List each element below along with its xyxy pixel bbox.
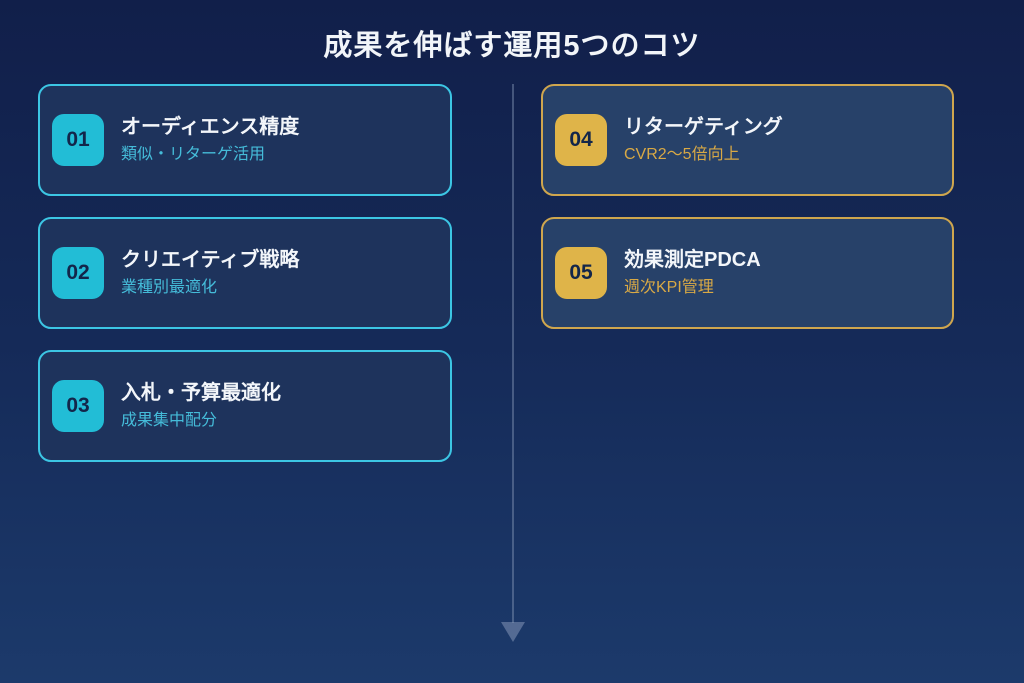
card-subtitle: 成果集中配分 [121,412,218,430]
card-title: クリエイティブ戦略 [121,249,300,272]
arrow-down-icon [501,622,525,642]
tip-card-04: 04 リターゲティング CVR2〜5倍向上 [541,84,954,196]
right-column: 04 リターゲティング CVR2〜5倍向上 05 効果測定PDCA 週次KPI管… [541,84,954,350]
card-text: リターゲティング CVR2〜5倍向上 [624,116,783,164]
tip-card-01: 01 オーディエンス精度 類似・リターゲ活用 [38,84,452,196]
number-badge: 03 [52,380,104,432]
number-badge: 04 [555,114,607,166]
left-column: 01 オーディエンス精度 類似・リターゲ活用 02 クリエイティブ戦略 業種別最… [38,84,452,483]
tip-card-02: 02 クリエイティブ戦略 業種別最適化 [38,217,452,329]
card-title: オーディエンス精度 [121,116,300,139]
card-text: 入札・予算最適化 成果集中配分 [121,382,281,430]
card-subtitle: CVR2〜5倍向上 [624,146,740,164]
tip-card-03: 03 入札・予算最適化 成果集中配分 [38,350,452,462]
card-text: クリエイティブ戦略 業種別最適化 [121,249,299,297]
card-text: オーディエンス精度 類似・リターゲ活用 [121,116,299,164]
tip-card-05: 05 効果測定PDCA 週次KPI管理 [541,217,954,329]
card-subtitle: 業種別最適化 [121,279,218,297]
number-badge: 05 [555,247,607,299]
card-title: リターゲティング [624,116,783,139]
card-subtitle: 週次KPI管理 [624,279,714,297]
page-title: 成果を伸ばす運用5つのコツ [323,30,701,62]
flow-arrow-line [512,84,514,623]
number-badge: 01 [52,114,104,166]
card-title: 効果測定PDCA [624,249,761,272]
number-badge: 02 [52,247,104,299]
card-subtitle: 類似・リターゲ活用 [121,146,266,164]
card-text: 効果測定PDCA 週次KPI管理 [624,249,761,297]
card-title: 入札・予算最適化 [121,382,281,405]
